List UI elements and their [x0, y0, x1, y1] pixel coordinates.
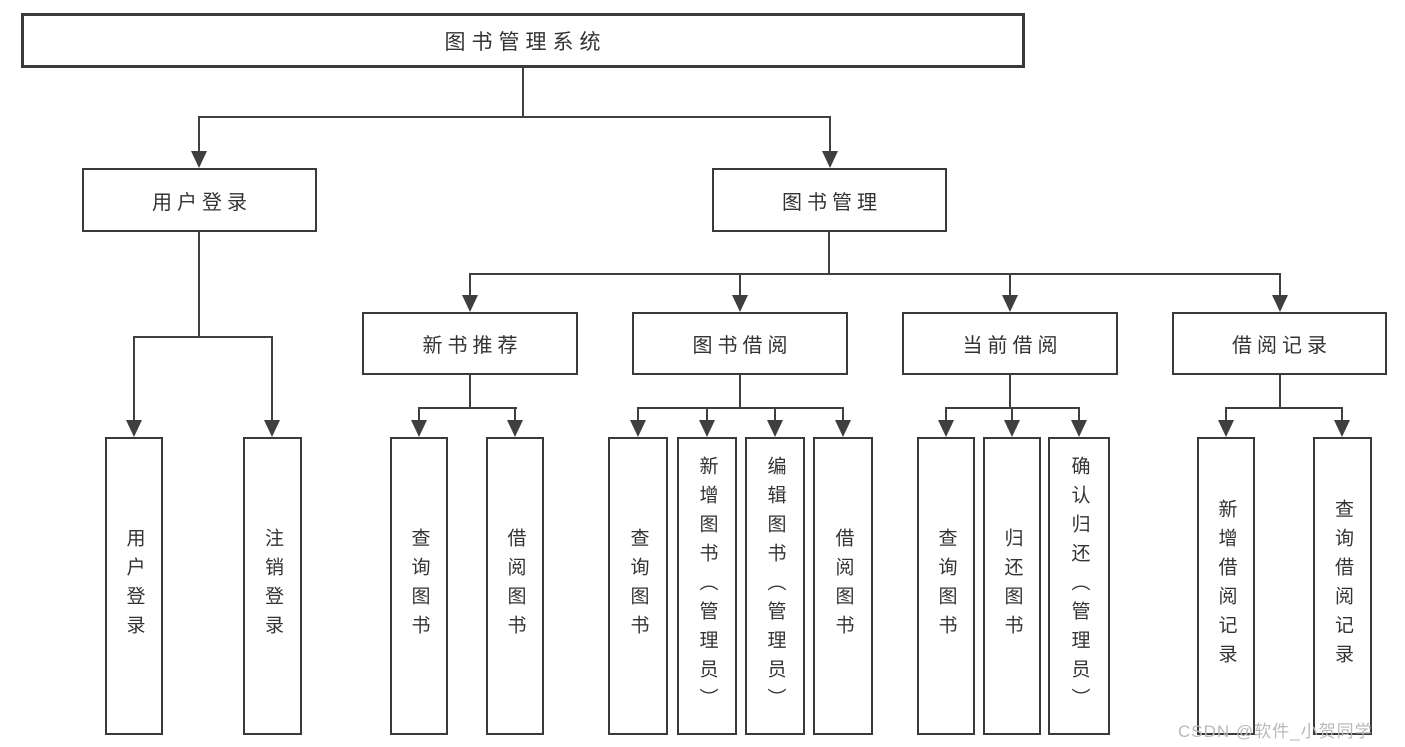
connector — [945, 409, 947, 421]
arrowhead — [1071, 420, 1087, 437]
arrowhead — [767, 420, 783, 437]
connector — [945, 407, 1080, 409]
connector — [829, 118, 831, 152]
connector — [739, 275, 741, 297]
connector — [1225, 409, 1227, 421]
arrowhead — [1218, 420, 1234, 437]
arrowhead — [732, 295, 748, 312]
leaf-borrow-books-borrowing: 借阅图书 — [813, 437, 873, 735]
node-borrowing-records: 借阅记录 — [1172, 312, 1387, 375]
connector — [418, 407, 517, 409]
connector — [1341, 409, 1343, 421]
node-new-book-recommendation: 新书推荐 — [362, 312, 578, 375]
connector — [198, 232, 200, 336]
leaf-query-books-recommend: 查询图书 — [390, 437, 448, 735]
connector — [514, 409, 516, 421]
connector — [133, 338, 135, 420]
connector — [1279, 375, 1281, 409]
connector — [1279, 275, 1281, 297]
arrowhead — [126, 420, 142, 437]
connector — [842, 409, 844, 421]
arrowhead — [1004, 420, 1020, 437]
connector — [198, 116, 831, 118]
leaf-borrow-books-recommend: 借阅图书 — [486, 437, 544, 735]
connector — [198, 118, 200, 152]
connector — [828, 232, 830, 273]
connector — [1078, 409, 1080, 421]
connector — [1011, 409, 1013, 421]
leaf-query-books-borrowing: 查询图书 — [608, 437, 668, 735]
arrowhead — [835, 420, 851, 437]
connector — [706, 409, 708, 421]
connector — [1009, 275, 1011, 297]
node-user-login-branch: 用户登录 — [82, 168, 317, 232]
leaf-user-login: 用户登录 — [105, 437, 163, 735]
arrowhead — [1334, 420, 1350, 437]
arrowhead — [264, 420, 280, 437]
node-library-management-system: 图书管理系统 — [21, 13, 1025, 68]
connector — [271, 338, 273, 420]
connector — [774, 409, 776, 421]
connector — [637, 407, 844, 409]
leaf-query-books-current: 查询图书 — [917, 437, 975, 735]
node-book-management-branch: 图书管理 — [712, 168, 947, 232]
arrowhead — [630, 420, 646, 437]
connector — [133, 336, 273, 338]
connector — [637, 409, 639, 421]
connector — [522, 68, 524, 118]
arrowhead — [1002, 295, 1018, 312]
connector — [1225, 407, 1343, 409]
arrowhead — [938, 420, 954, 437]
leaf-return-books: 归还图书 — [983, 437, 1041, 735]
connector — [418, 409, 420, 421]
node-book-borrowing: 图书借阅 — [632, 312, 848, 375]
connector — [1009, 375, 1011, 409]
arrowhead — [822, 151, 838, 168]
leaf-add-books-admin: 新增图书（管理员） — [677, 437, 737, 735]
connector — [469, 275, 471, 297]
arrowhead — [462, 295, 478, 312]
connector — [739, 375, 741, 409]
csdn-watermark: CSDN @软件_小贺同学 — [1178, 722, 1373, 741]
node-current-borrowing: 当前借阅 — [902, 312, 1118, 375]
arrowhead — [1272, 295, 1288, 312]
leaf-add-borrow-record: 新增借阅记录 — [1197, 437, 1255, 735]
connector — [469, 273, 1281, 275]
arrowhead — [507, 420, 523, 437]
leaf-query-borrow-record: 查询借阅记录 — [1313, 437, 1372, 735]
leaf-logout: 注销登录 — [243, 437, 302, 735]
leaf-confirm-return-admin: 确认归还（管理员） — [1048, 437, 1110, 735]
connector — [469, 375, 471, 409]
arrowhead — [699, 420, 715, 437]
arrowhead — [411, 420, 427, 437]
arrowhead — [191, 151, 207, 168]
leaf-edit-books-admin: 编辑图书（管理员） — [745, 437, 805, 735]
